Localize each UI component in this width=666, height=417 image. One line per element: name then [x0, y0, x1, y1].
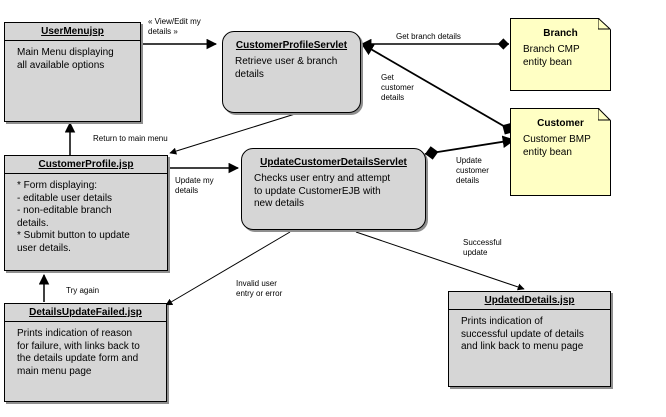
edge-return-main: [169, 113, 296, 155]
node-body: * Form displaying: - editable user detai…: [17, 180, 130, 254]
node-title: Customer: [537, 118, 584, 129]
node-branch-bean: Branch Branch CMP entity bean: [510, 18, 611, 91]
edge-label-invalid: Invalid user entry or error: [236, 279, 283, 298]
edge-label-update-customer: Update customer details: [456, 156, 489, 185]
node-title: UpdateCustomerDetailsServlet: [260, 157, 407, 168]
node-title: UserMenujsp: [5, 23, 140, 41]
branch-fold-corner: [598, 18, 611, 30]
edge-label-return-main: Return to main menu: [93, 134, 168, 143]
node-customer-profile-servlet: CustomerProfileServlet Retrieve user & b…: [222, 31, 361, 113]
node-body: Customer BMP entity bean: [523, 134, 591, 158]
edge-update-customer: [424, 135, 516, 160]
edge-label-successful: Successful update: [463, 238, 502, 257]
node-user-menu-jsp: UserMenujsp Main Menu displaying all ava…: [4, 22, 141, 122]
node-body: Main Menu displaying all available optio…: [17, 47, 114, 71]
node-title: DetailsUpdateFailed.jsp: [5, 304, 166, 322]
node-title: Branch: [543, 28, 578, 39]
node-body: Prints indication of reason for failure,…: [17, 328, 140, 377]
edge-label-update-my: Update my details: [175, 176, 214, 195]
edge-label-get-customer: Get customer details: [381, 73, 414, 102]
node-body: Checks user entry and attempt to update …: [254, 173, 391, 209]
edge-successful: [355, 231, 525, 291]
node-title: CustomerProfileServlet: [235, 40, 348, 51]
edge-label-try-again: Try again: [66, 286, 100, 295]
node-body: Branch CMP entity bean: [523, 44, 580, 68]
edge-label-view-edit: « View/Edit my details »: [148, 17, 201, 36]
edge-get-customer: [360, 43, 515, 135]
node-customer-profile-jsp: CustomerProfile.jsp * Form displaying: -…: [4, 155, 168, 271]
node-body: Retrieve user & branch details: [235, 56, 338, 80]
edge-label-get-branch: Get branch details: [396, 32, 461, 41]
customer-fold-corner: [598, 108, 611, 121]
node-updated-details-jsp: UpdatedDetails.jsp Prints indication of …: [448, 291, 611, 387]
node-title: CustomerProfile.jsp: [5, 156, 167, 174]
edge-invalid: [165, 231, 291, 306]
node-customer-bean: Customer Customer BMP entity bean: [510, 108, 611, 196]
node-body: Prints indication of successful update o…: [461, 316, 584, 352]
node-details-update-failed-jsp: DetailsUpdateFailed.jsp Prints indicatio…: [4, 303, 167, 402]
node-title: UpdatedDetails.jsp: [449, 292, 610, 310]
node-update-customer-details-servlet: UpdateCustomerDetailsServlet Checks user…: [241, 148, 426, 230]
